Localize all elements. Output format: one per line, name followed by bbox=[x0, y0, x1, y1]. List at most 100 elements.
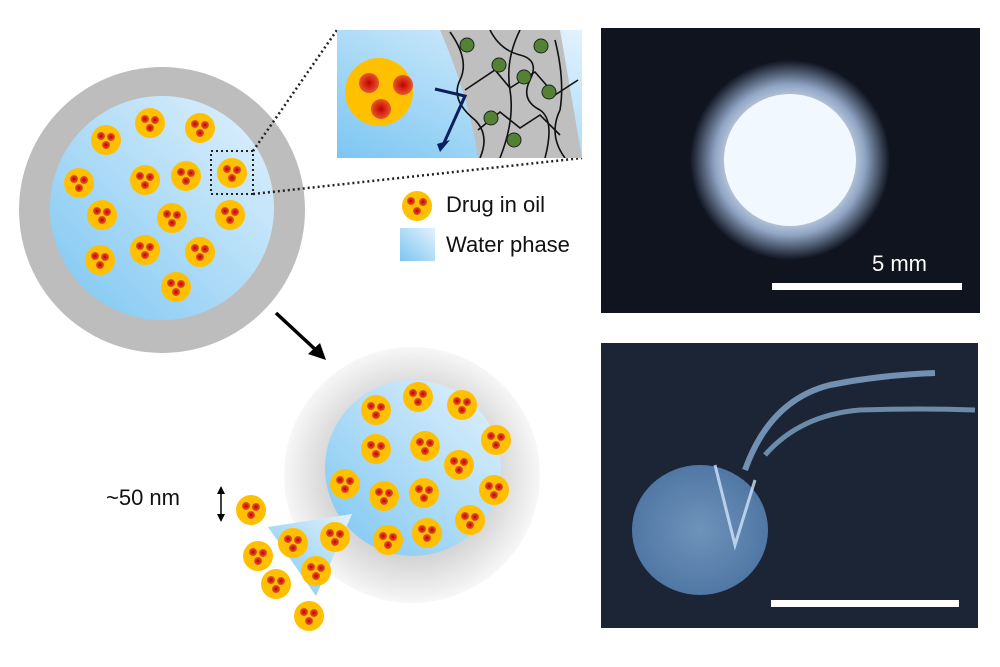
drug-particle bbox=[341, 485, 349, 493]
oil-droplet bbox=[261, 569, 291, 599]
drug-particle bbox=[247, 511, 255, 519]
oil-droplet bbox=[301, 556, 331, 586]
drug-particle bbox=[426, 439, 434, 447]
drug-particle bbox=[163, 210, 171, 218]
drug-particle bbox=[421, 447, 429, 455]
oil-droplet bbox=[481, 425, 511, 455]
drug-particle bbox=[300, 608, 308, 616]
drug-particle bbox=[305, 617, 313, 625]
drug-particle bbox=[453, 397, 461, 405]
legend-water-phase-swatch bbox=[400, 228, 435, 261]
zoom-box bbox=[210, 150, 254, 195]
oil-droplet bbox=[157, 203, 187, 233]
drug-particle bbox=[259, 549, 267, 557]
drug-particle bbox=[146, 124, 154, 132]
drug-particle bbox=[336, 530, 344, 538]
drug-particle bbox=[177, 168, 185, 176]
drug-particle bbox=[168, 219, 176, 227]
drug-particle bbox=[80, 176, 88, 184]
scale-bar-label: 5 mm bbox=[872, 251, 927, 276]
drug-particle bbox=[191, 244, 199, 252]
drug-particle bbox=[151, 116, 159, 124]
drug-particle bbox=[201, 245, 209, 253]
drug-particle bbox=[389, 533, 397, 541]
oil-droplet bbox=[236, 495, 266, 525]
oil-droplet bbox=[130, 165, 160, 195]
drug-particle bbox=[70, 175, 78, 183]
drug-particle bbox=[91, 252, 99, 260]
drug-particle bbox=[367, 402, 375, 410]
drug-particle bbox=[252, 503, 260, 511]
photo-capsule-releasing bbox=[601, 343, 978, 628]
drug-particle bbox=[461, 512, 469, 520]
drug-particle bbox=[418, 525, 426, 533]
drug-particle bbox=[242, 502, 250, 510]
oil-droplet bbox=[479, 475, 509, 505]
drug-particle bbox=[103, 208, 111, 216]
drug-particle bbox=[372, 450, 380, 458]
oil-droplet bbox=[161, 272, 191, 302]
drug-particle bbox=[196, 129, 204, 137]
drug-particle bbox=[221, 207, 229, 215]
inset-oil-droplet bbox=[345, 58, 413, 126]
drug-particle bbox=[136, 172, 144, 180]
drug-particle bbox=[450, 457, 458, 465]
drug-particle bbox=[379, 532, 387, 540]
oil-droplet bbox=[403, 382, 433, 412]
drug-particle bbox=[415, 485, 423, 493]
drug-particle bbox=[326, 529, 334, 537]
drug-particle bbox=[460, 458, 468, 466]
drug-particle bbox=[172, 288, 180, 296]
oil-droplet bbox=[64, 168, 94, 198]
legend-water-phase-label: Water phase bbox=[446, 232, 570, 257]
drug-particle bbox=[458, 406, 466, 414]
oil-droplet bbox=[373, 525, 403, 555]
drug-particle bbox=[277, 577, 285, 585]
drug-particle bbox=[307, 563, 315, 571]
scale-bar bbox=[771, 600, 959, 607]
photo-capsule-glow bbox=[601, 28, 980, 313]
drug-particle bbox=[97, 132, 105, 140]
drug-particle bbox=[490, 491, 498, 499]
drug-particle bbox=[414, 398, 422, 406]
oil-droplet bbox=[278, 528, 308, 558]
drug-particle bbox=[463, 398, 471, 406]
drug-particle bbox=[191, 120, 199, 128]
drug-particle bbox=[146, 243, 154, 251]
drug-particle bbox=[177, 280, 185, 288]
oil-droplet bbox=[447, 390, 477, 420]
drug-particle bbox=[409, 389, 417, 397]
drug-particle bbox=[267, 576, 275, 584]
oil-droplet bbox=[171, 161, 201, 191]
oil-droplet bbox=[330, 469, 360, 499]
drug-particle bbox=[497, 433, 505, 441]
oil-droplet bbox=[455, 505, 485, 535]
drug-particle bbox=[495, 483, 503, 491]
drug-particle bbox=[336, 476, 344, 484]
drug-particle bbox=[102, 141, 110, 149]
drug-particle bbox=[310, 609, 318, 617]
oil-droplet bbox=[185, 113, 215, 143]
drug-particle bbox=[416, 438, 424, 446]
oil-droplet bbox=[85, 245, 115, 275]
drug-particle bbox=[384, 541, 392, 549]
oil-droplet bbox=[320, 522, 350, 552]
drug-particle bbox=[317, 564, 325, 572]
drug-particle bbox=[233, 166, 241, 174]
drug-particle bbox=[455, 466, 463, 474]
drug-particle bbox=[141, 181, 149, 189]
oil-droplet bbox=[444, 450, 474, 480]
drug-particle bbox=[385, 489, 393, 497]
drug-particle bbox=[96, 261, 104, 269]
release-arrow bbox=[434, 87, 468, 144]
drug-particle bbox=[182, 177, 190, 185]
drug-particle bbox=[331, 538, 339, 546]
drug-particle bbox=[377, 403, 385, 411]
oil-droplet bbox=[409, 478, 439, 508]
oil-droplet bbox=[412, 518, 442, 548]
drug-particle bbox=[223, 165, 231, 173]
drug-particle bbox=[423, 534, 431, 542]
drug-particle bbox=[93, 207, 101, 215]
drug-particle bbox=[173, 211, 181, 219]
